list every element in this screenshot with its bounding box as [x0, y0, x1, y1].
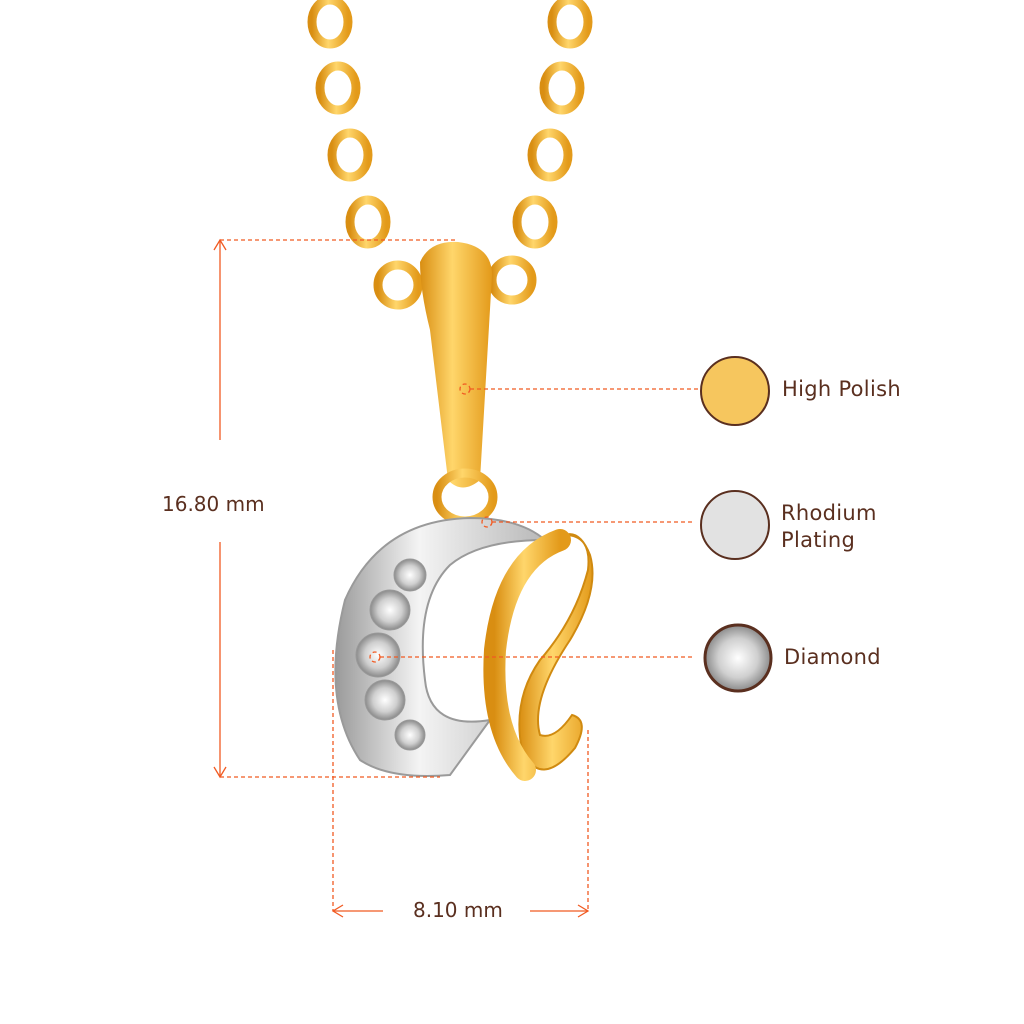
legend-rhodium-plating-line1: Rhodium [781, 501, 877, 525]
width-dimension-label: 8.10 mm [409, 898, 507, 922]
gold-stroke [518, 533, 594, 771]
diamond-swatch-icon [703, 623, 773, 693]
chain [307, 0, 593, 310]
gold-swatch-icon [700, 356, 770, 426]
guides [213, 238, 700, 918]
rhodium-swatch-icon [700, 490, 770, 560]
bail [420, 241, 492, 488]
legend-diamond: Diamond [784, 645, 881, 669]
height-dimension-label: 16.80 mm [158, 492, 269, 516]
legend-rhodium-plating-line2: Plating [781, 528, 856, 552]
legend-high-polish: High Polish [782, 377, 901, 401]
diamonds [355, 558, 427, 751]
